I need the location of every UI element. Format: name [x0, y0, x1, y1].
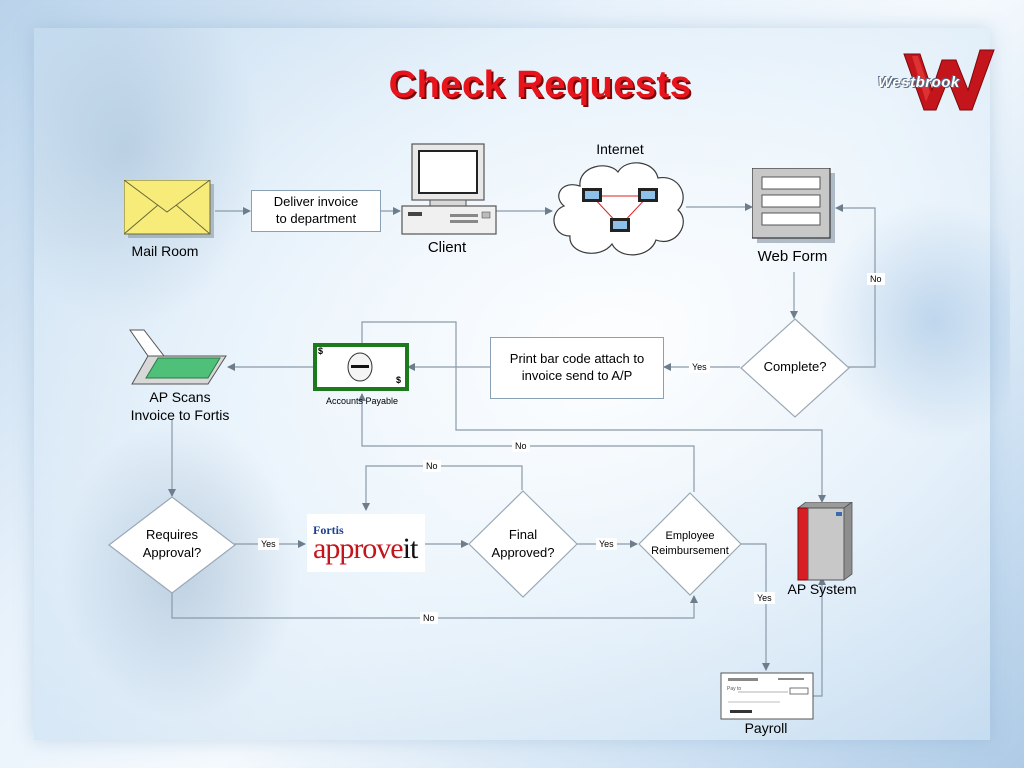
final-approved-line-2: Approved? — [491, 545, 555, 560]
fortis-brand-text: Fortis — [313, 523, 344, 537]
edge-final-no — [362, 465, 523, 511]
edge-label-complete-no: No — [867, 273, 885, 285]
complete-decision-diamond — [740, 318, 850, 418]
deliver-invoice-line-1: Deliver invoice — [273, 194, 359, 210]
edge-label-complete-yes: Yes — [689, 361, 710, 373]
server-icon — [796, 502, 853, 581]
client-label: Client — [427, 239, 467, 256]
final-approved-diamond — [468, 490, 578, 598]
fortis-approveit-logo: Fortis approveit — [307, 514, 425, 572]
edge-label-requires-no: No — [420, 612, 438, 624]
ap-scans-line-1: AP Scans — [149, 389, 211, 405]
background-photo-surgeon — [34, 28, 264, 328]
deliver-invoice-line-2: to department — [275, 211, 357, 226]
dollar-sign-top-left: $ — [318, 346, 324, 356]
ap-scans-label: AP Scans Invoice to Fortis — [118, 388, 242, 424]
web-form-icon — [752, 168, 835, 243]
ap-system-label: AP System — [787, 581, 857, 597]
print-bar-code-line-2: invoice send to A/P — [521, 368, 633, 383]
print-bar-code-box: Print bar code attach to invoice send to… — [490, 337, 664, 399]
computer-icon — [401, 143, 497, 235]
fortis-product-part-a: approve — [313, 532, 404, 565]
complete-label: Complete? — [763, 359, 827, 375]
dollar-sign-bottom-right: $ — [396, 375, 402, 385]
edge-label-final-no: No — [423, 460, 441, 472]
employee-reimbursement-line-1: Employee — [665, 530, 715, 543]
deliver-invoice-box: Deliver invoice to department — [251, 190, 381, 232]
fortis-product-part-b: it — [402, 532, 419, 565]
final-approved-label: Final Approved? — [473, 524, 573, 564]
requires-approval-line-1: Requires — [145, 527, 199, 543]
edge-label-requires-yes: Yes — [258, 538, 279, 550]
dollar-bill-icon — [313, 343, 409, 391]
edge-label-final-yes: Yes — [596, 538, 617, 550]
mail-room-label: Mail Room — [131, 243, 199, 259]
requires-approval-line-2: Approval? — [142, 545, 202, 560]
slide-title: Check Requests — [388, 64, 692, 106]
envelope-icon — [124, 180, 214, 238]
edge-employee-yes — [740, 543, 770, 671]
employee-reimbursement-line-2: Reimbursement — [651, 545, 729, 557]
edge-ap-to-apsystem — [361, 321, 826, 503]
scanner-icon — [129, 329, 227, 385]
westbrook-logo — [903, 49, 995, 111]
requires-approval-diamond — [108, 496, 236, 594]
accounts-payable-label: Accounts Payable — [325, 396, 399, 406]
internet-cloud-icon — [553, 162, 684, 256]
fortis-product-text: approveit — [313, 532, 419, 566]
check-pay-to-label: Pay to — [727, 686, 742, 692]
edge-complete-no — [835, 204, 876, 368]
final-approved-line-1: Final — [508, 527, 538, 543]
payroll-label: Payroll — [744, 720, 788, 736]
employee-reimbursement-label: Employee Reimbursement — [640, 528, 740, 560]
ap-scans-line-2: Invoice to Fortis — [130, 407, 230, 424]
requires-approval-label: Requires Approval? — [118, 524, 226, 564]
background-photo-abstract — [820, 200, 1010, 440]
web-form-label: Web Form — [757, 248, 828, 265]
network-node-icons — [582, 188, 658, 232]
edge-label-employee-no: No — [512, 440, 530, 452]
internet-label: Internet — [596, 141, 644, 157]
employee-reimbursement-diamond — [638, 492, 742, 596]
payroll-check-icon — [720, 672, 814, 720]
print-bar-code-line-1: Print bar code attach to — [509, 351, 645, 367]
westbrook-logo-text: Westbrook — [878, 74, 960, 91]
edge-label-employee-yes: Yes — [754, 592, 775, 604]
edge-payroll-to-apsystem — [812, 577, 826, 697]
